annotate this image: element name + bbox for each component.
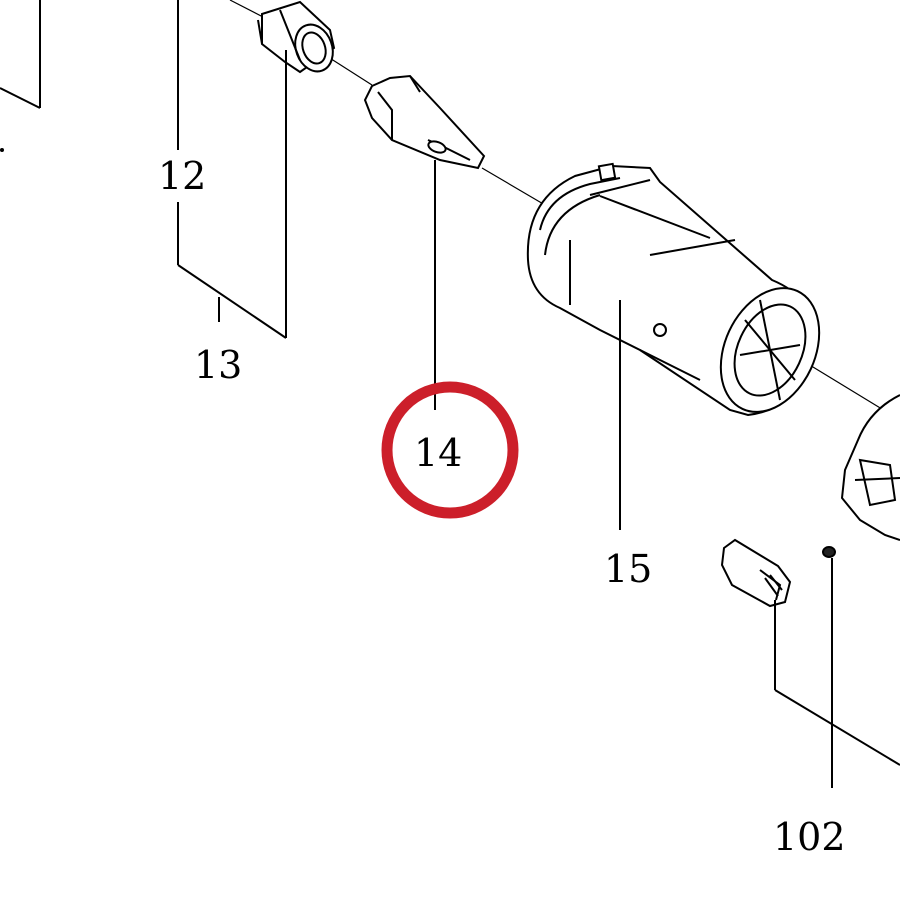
part-102-latch bbox=[720, 538, 792, 608]
small-screw bbox=[822, 546, 836, 558]
part-14-nozzle bbox=[363, 74, 486, 170]
part-15-housing bbox=[526, 162, 821, 417]
highlight-circle bbox=[381, 381, 519, 519]
right-edge-component bbox=[840, 394, 900, 541]
leader-lines bbox=[177, 0, 900, 788]
left-edge-fragment bbox=[0, 0, 41, 152]
part-13-component bbox=[257, 0, 336, 74]
callout-13: 13 bbox=[194, 343, 242, 387]
callout-102: 102 bbox=[773, 815, 846, 859]
callout-12: 12 bbox=[158, 154, 206, 198]
callout-15: 15 bbox=[604, 547, 652, 591]
callout-14: 14 bbox=[414, 431, 462, 475]
